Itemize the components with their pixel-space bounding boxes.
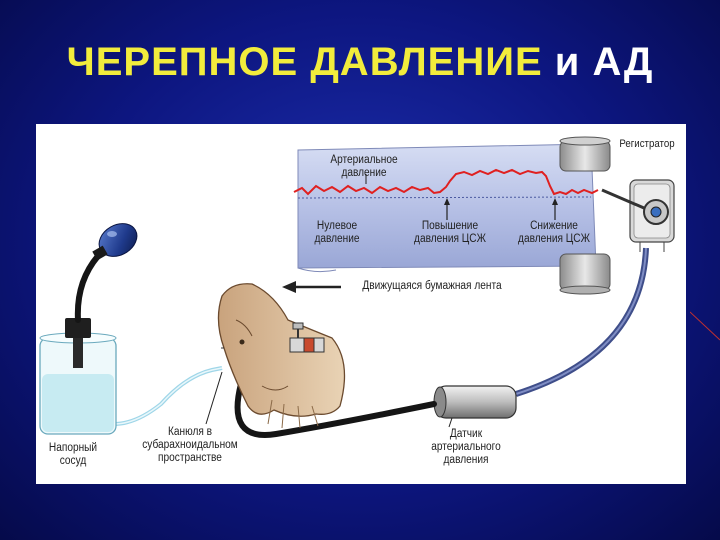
cannula (221, 322, 325, 353)
diagram-panel: Регистратор Артериальное давление Нулево… (36, 124, 686, 484)
label-zero-pressure: Нулевое давление (314, 220, 360, 245)
diagram-svg (39, 136, 675, 438)
tape-direction-arrow (282, 281, 341, 293)
label-csf-increase: Повышение давления ЦСЖ (414, 220, 486, 245)
label-cannula: Канюля в субарахноидальном пространстве (142, 426, 238, 464)
arterial-pressure-sensor (433, 385, 517, 428)
slide-title: ЧЕРЕПНОЕ ДАВЛЕНИЕ и АД (0, 40, 720, 85)
zero-pressure-line (297, 196, 592, 199)
pressure-vessel (39, 318, 117, 435)
cannula-pointer (205, 371, 223, 425)
csf-increase-arrow (444, 198, 450, 220)
title-part-2: и АД (554, 40, 654, 84)
animal-head (217, 283, 346, 429)
label-paper-tape: Движущаяся бумажная лента (362, 280, 502, 292)
decorative-line (690, 311, 720, 341)
label-arterial-sensor: Датчик артериального давления (431, 428, 501, 466)
csf-decrease-arrow (552, 198, 558, 220)
label-csf-decrease: Снижение давления ЦСЖ (518, 220, 590, 245)
tape-roll-bottom (559, 253, 611, 295)
arterial-pressure-trace (293, 168, 599, 196)
label-recorder: Регистратор (619, 138, 675, 150)
bulb-tube (74, 253, 101, 323)
rubber-bulb (92, 223, 138, 261)
title-part-1: ЧЕРЕПНОЕ ДАВЛЕНИЕ (66, 40, 543, 84)
label-arterial-pressure: Артериальное давление (330, 154, 398, 179)
tape-roll-top (559, 136, 611, 172)
label-pressure-vessel: Напорный сосуд (48, 442, 98, 467)
recorder-device (601, 179, 675, 252)
